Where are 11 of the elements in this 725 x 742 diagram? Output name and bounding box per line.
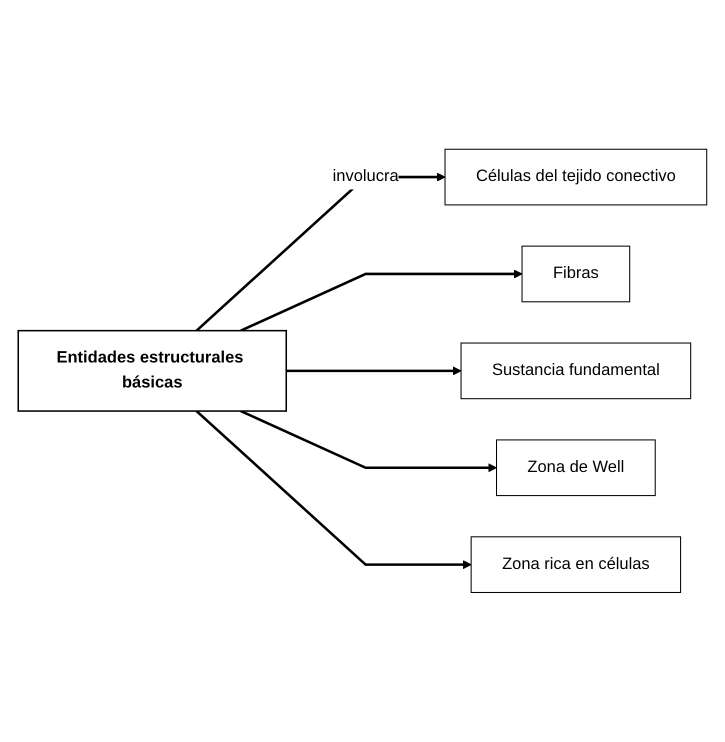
node-box: Fibras bbox=[522, 246, 630, 302]
arrow bbox=[286, 366, 462, 376]
edge-label: involucra bbox=[332, 168, 399, 186]
node-box: Entidades estructurales básicas bbox=[18, 330, 288, 412]
node-box: Zona rica en células bbox=[470, 536, 682, 594]
node-box: Sustancia fundamental bbox=[460, 342, 692, 400]
arrow bbox=[196, 410, 472, 570]
arrow bbox=[240, 410, 497, 472]
node-box: Zona de Well bbox=[496, 440, 656, 496]
node-box: Células del tejido conectivo bbox=[444, 148, 708, 206]
arrow bbox=[240, 270, 522, 332]
